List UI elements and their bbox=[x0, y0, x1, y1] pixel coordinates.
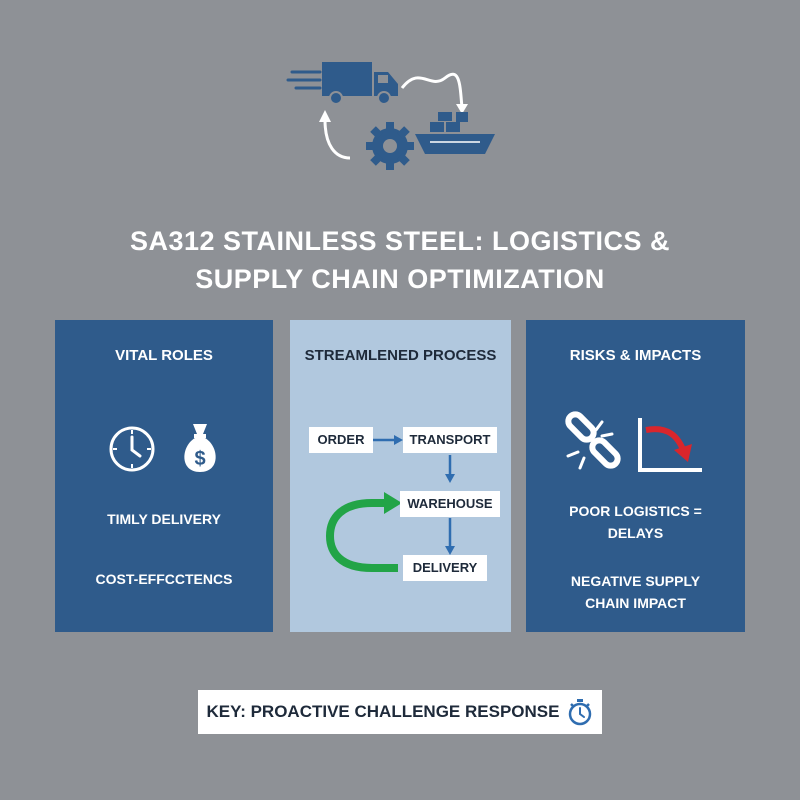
delivery-step: DELIVERY bbox=[403, 555, 487, 581]
gear-icon bbox=[366, 122, 414, 170]
negative-impact-line-1: NEGATIVE SUPPLY bbox=[570, 573, 701, 589]
poor-logistics-line-1: POOR LOGISTICS = bbox=[569, 503, 702, 519]
money-bag-icon: $ bbox=[184, 424, 216, 472]
risks-impacts-panel: RISKS & IMPACTS POOR LOGISTICS = DELAYS … bbox=[526, 320, 745, 632]
green-loop-arrow-icon bbox=[325, 492, 402, 572]
negative-impact-line-2: CHAIN IMPACT bbox=[585, 595, 686, 611]
return-arrow-icon bbox=[323, 119, 351, 160]
page-title: SA312 STAINLESS STEEL: LOGISTICS & SUPPL… bbox=[0, 222, 800, 298]
key-bar: KEY: PROACTIVE CHALLENGE RESPONSE bbox=[198, 690, 602, 734]
poor-logistics-line-2: DELAYS bbox=[607, 525, 664, 541]
speed-lines-icon bbox=[286, 70, 322, 90]
broken-chain-icon bbox=[565, 411, 621, 470]
transport-to-warehouse-arrow bbox=[445, 455, 455, 483]
timely-delivery-label: TIMLY DELIVERY bbox=[107, 511, 221, 527]
title-line-2: SUPPLY CHAIN OPTIMIZATION bbox=[195, 264, 605, 294]
streamlined-process-title: STREAMLENED PROCESS bbox=[304, 347, 497, 364]
stopwatch-icon bbox=[569, 699, 592, 726]
declining-chart-icon bbox=[638, 418, 702, 472]
vital-roles-title: VITAL ROLES bbox=[115, 347, 213, 364]
process-flow-arrows bbox=[325, 435, 455, 572]
streamlined-process-panel: STREAMLENED PROCESS ORDER TRANSPORT WARE… bbox=[290, 320, 511, 632]
ship-icon bbox=[415, 112, 495, 154]
order-step: ORDER bbox=[309, 427, 373, 453]
curved-arrow-icon bbox=[400, 72, 464, 109]
order-to-transport-arrow bbox=[373, 435, 403, 445]
truck-icon bbox=[322, 62, 398, 105]
cost-efficiency-label: COST-EFFCCTENCS bbox=[95, 571, 233, 587]
logistics-cycle-graphic bbox=[286, 62, 495, 170]
vital-roles-panel: VITAL ROLES $ TIMLY DELIVERY COST-EFFCCT… bbox=[55, 320, 273, 632]
title-line-1: SA312 STAINLESS STEEL: LOGISTICS & bbox=[129, 226, 671, 256]
key-label: KEY: PROACTIVE CHALLENGE RESPONSE bbox=[206, 702, 560, 721]
transport-step: TRANSPORT bbox=[403, 427, 497, 453]
clock-icon bbox=[109, 426, 155, 472]
warehouse-to-delivery-arrow bbox=[445, 518, 455, 555]
risks-impacts-title: RISKS & IMPACTS bbox=[569, 347, 702, 364]
svg-text:$: $ bbox=[194, 448, 205, 470]
warehouse-step: WAREHOUSE bbox=[400, 491, 500, 517]
